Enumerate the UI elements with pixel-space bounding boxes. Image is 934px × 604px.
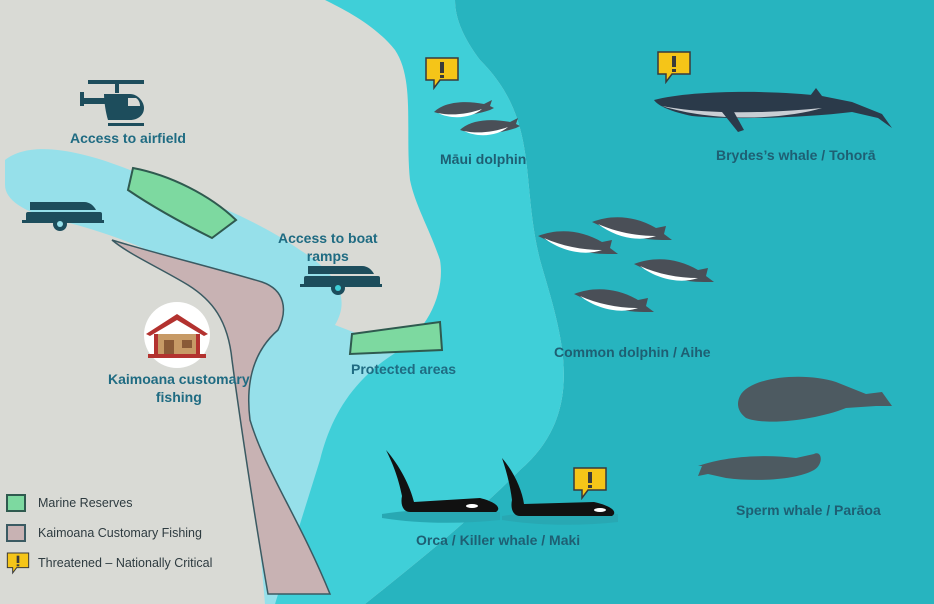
- marine-reserve-lower: [348, 320, 444, 356]
- boat-trailer-icon: [300, 266, 382, 295]
- legend-item-marine-reserves: Marine Reserves: [6, 492, 246, 514]
- legend-label: Threatened – Nationally Critical: [38, 556, 213, 570]
- legend-item-threatened: Threatened – Nationally Critical: [6, 552, 246, 575]
- common-dolphin-illustration: [538, 217, 714, 312]
- common-dolphin-label: Common dolphin / Aihe: [554, 344, 711, 360]
- marae-house-icon: [144, 302, 210, 368]
- boat-ramps-label: Access to boat ramps: [278, 230, 378, 264]
- legend-label: Marine Reserves: [38, 496, 133, 510]
- boat-trailer-icon: [22, 202, 104, 231]
- map-legend: Marine Reserves Kaimoana Customary Fishi…: [6, 492, 246, 582]
- customary-fishing-swatch: [6, 524, 26, 542]
- marine-reserve-upper: [126, 166, 238, 240]
- maui-dolphin-illustration: [434, 100, 520, 136]
- orca-label: Orca / Killer whale / Maki: [416, 532, 581, 548]
- legend-label: Kaimoana Customary Fishing: [38, 526, 202, 540]
- exclamation-badge-icon: [657, 51, 691, 84]
- airfield-label: Access to airfield: [70, 130, 186, 146]
- coastal-water: [275, 0, 564, 604]
- orca-illustration: [382, 450, 618, 525]
- maui-dolphin-label: Māui dolphin: [440, 151, 527, 167]
- legend-item-customary-fishing: Kaimoana Customary Fishing: [6, 522, 246, 544]
- exclamation-badge-icon: [6, 552, 30, 575]
- helicopter-icon: [80, 80, 144, 126]
- exclamation-badge-icon: [573, 467, 607, 500]
- kaimoana-label: Kaimoana customary fishing: [108, 371, 250, 405]
- customary-fishing-zone: [111, 239, 332, 595]
- harbour-water: [5, 149, 400, 604]
- marine-reserve-swatch: [6, 494, 26, 512]
- brydes-whale-label: Brydes’s whale / Tohorā: [716, 147, 876, 163]
- brydes-whale-illustration: [654, 88, 892, 132]
- sperm-whale-label: Sperm whale / Parāoa: [736, 502, 881, 518]
- sperm-whale-illustration: [698, 376, 892, 480]
- exclamation-badge-icon: [425, 57, 459, 90]
- deep-water: [365, 0, 934, 604]
- protected-areas-label: Protected areas: [351, 361, 457, 377]
